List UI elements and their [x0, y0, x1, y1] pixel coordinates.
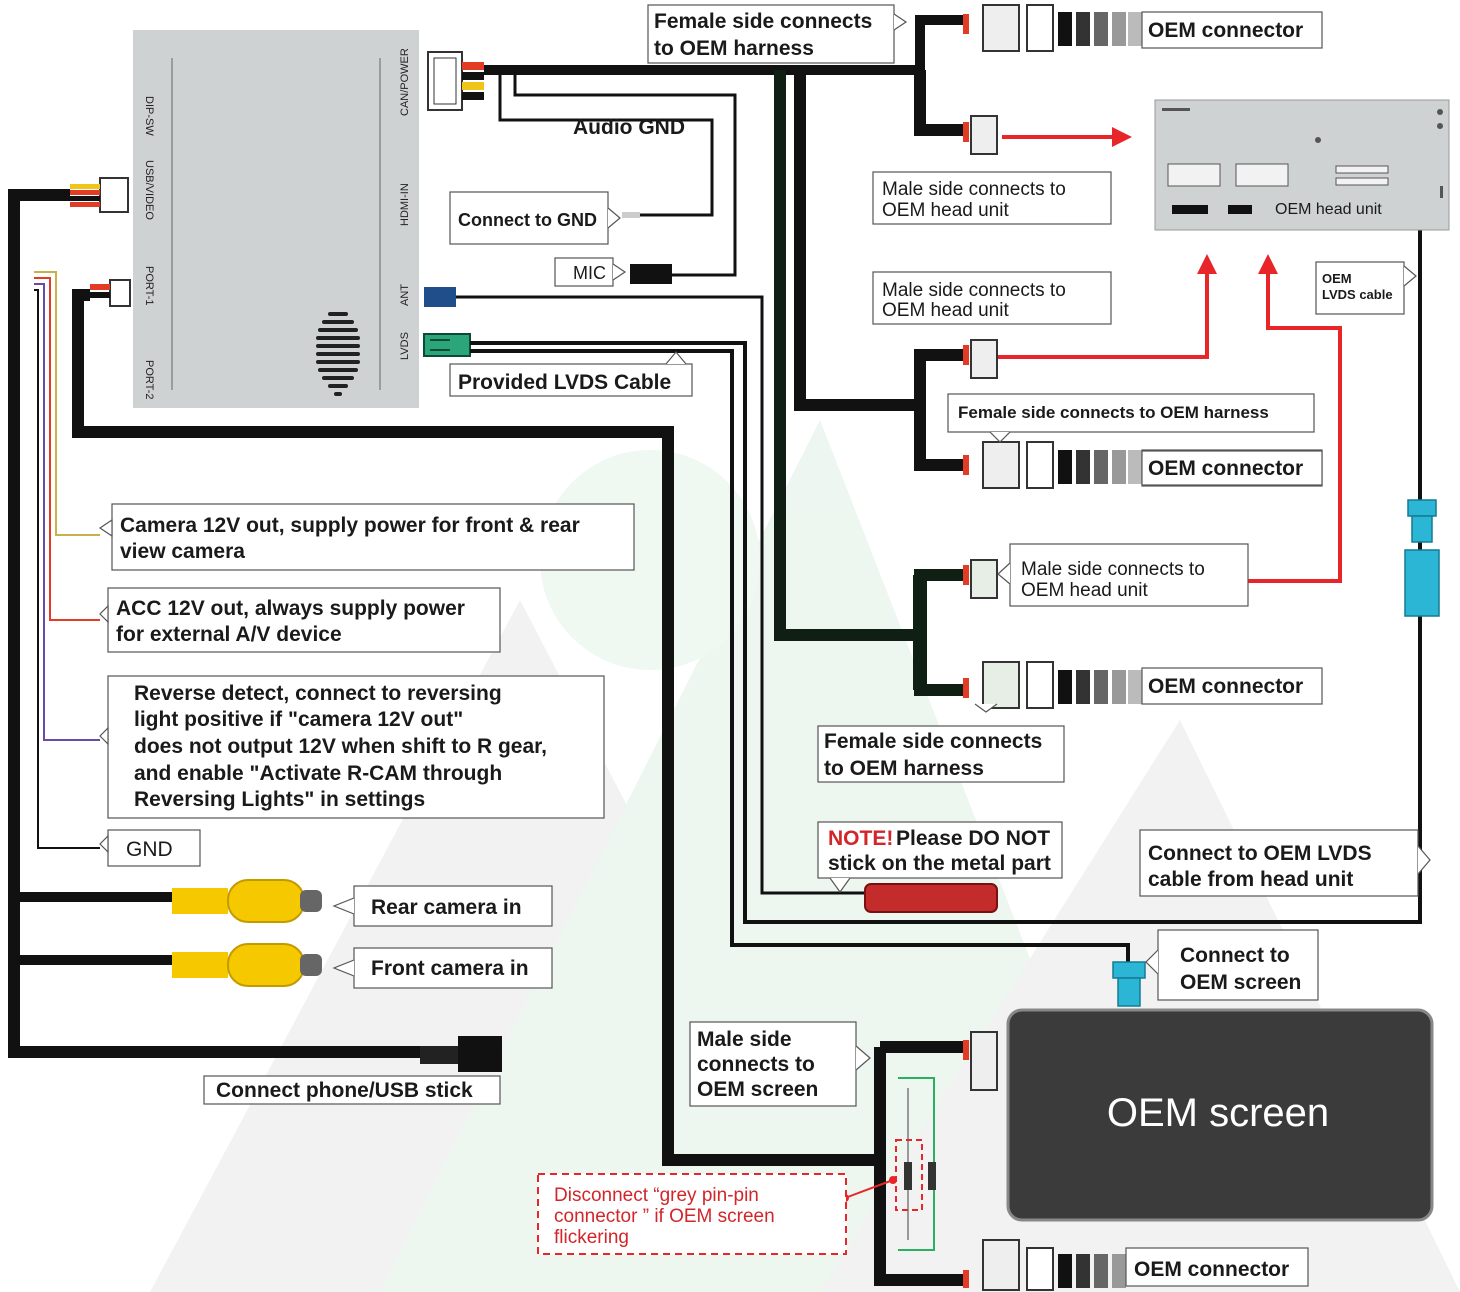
- male-head-1-l2: OEM head unit: [882, 200, 1009, 221]
- oem-lvds-label-2: LVDS cable: [1322, 287, 1393, 302]
- gnd-tip: [622, 212, 640, 218]
- oem-connector-plugs: [963, 4, 1142, 1291]
- oem-screen: OEM screen: [1006, 1008, 1434, 1222]
- oem-head-unit-label: OEM head unit: [1275, 201, 1382, 218]
- female-low-label-2: to OEM harness: [824, 757, 984, 780]
- ant-plug: [424, 287, 456, 307]
- red-arrows: [998, 127, 1342, 583]
- oem-lvds-head-label-1: Connect to OEM LVDS: [1148, 842, 1372, 865]
- vent-grille: [316, 312, 360, 396]
- male-head-2-l2: OEM head unit: [882, 300, 1009, 321]
- wires: [8, 15, 1422, 1286]
- disconnect-label-3: flickering: [554, 1227, 629, 1248]
- callout-pointers: [98, 13, 1431, 1071]
- rev-label-5: Reversing Lights" in settings: [134, 788, 425, 811]
- oem-connector-label-4: OEM connector: [1134, 1258, 1289, 1281]
- acc-label-1: ACC 12V out, always supply power: [116, 597, 465, 620]
- oem-connector-label-1: OEM connector: [1148, 19, 1303, 42]
- port-label-port-2: PORT-2: [143, 360, 155, 400]
- female-top-label-2: to OEM harness: [654, 37, 814, 60]
- female-mid-label: Female side connects to OEM harness: [958, 403, 1269, 422]
- rear-camera-rca: [172, 879, 322, 923]
- connect-screen-label-2: OEM screen: [1180, 971, 1301, 994]
- port-1-plug: [90, 279, 131, 307]
- male-head-2-l1: Male side connects to: [882, 280, 1066, 301]
- male-screen-label-2: connects to: [697, 1053, 815, 1076]
- port-label-port-1: PORT-1: [143, 266, 155, 306]
- gnd-label: GND: [126, 838, 173, 861]
- provided-lvds-label: Provided LVDS Cable: [458, 371, 671, 394]
- usb-label: Connect phone/USB stick: [216, 1079, 473, 1102]
- male-screen-label-1: Male side: [697, 1028, 792, 1051]
- female-low-label-1: Female side connects: [824, 730, 1042, 753]
- label-texts: Female side connects to OEM harness OEM …: [116, 10, 1393, 1281]
- lvds-plug: [423, 333, 471, 357]
- oem-connector-label-3: OEM connector: [1148, 675, 1303, 698]
- cam12-label-2: view camera: [120, 540, 245, 563]
- can-power-plug: [427, 51, 484, 111]
- note-red-label: NOTE!: [828, 827, 893, 850]
- oem-lvds-plug: [1404, 499, 1440, 617]
- note-label-1: Please DO NOT: [896, 827, 1050, 850]
- acc-label-2: for external A/V device: [116, 623, 342, 646]
- male-head-3-l1: Male side connects to: [1021, 559, 1205, 580]
- oem-head-unit: OEM head unit: [1154, 99, 1450, 231]
- cam12-label-1: Camera 12V out, supply power for front &…: [120, 514, 580, 537]
- rev-label-3: does not output 12V when shift to R gear…: [134, 735, 547, 758]
- female-top-label-1: Female side connects: [654, 10, 872, 33]
- usb-video-plug: [70, 177, 129, 213]
- port-label-ant: ANT: [399, 284, 411, 306]
- mic-plug: [630, 264, 672, 284]
- rear-camera-label: Rear camera in: [371, 896, 522, 919]
- callouts: [107, 4, 1419, 1287]
- port-label-dip-sw: DIP-SW: [143, 96, 155, 136]
- male-head-3-l2: OEM head unit: [1021, 580, 1148, 601]
- oem-lvds-head-label-2: cable from head unit: [1148, 868, 1353, 891]
- screen-lvds-plug: [1112, 961, 1146, 1007]
- port-label-lvds: LVDS: [399, 332, 411, 360]
- mic-label: MIC: [573, 263, 606, 283]
- oem-lvds-label-1: OEM: [1322, 271, 1352, 286]
- male-head-1-l1: Male side connects to: [882, 179, 1066, 200]
- note-label-2: stick on the metal part: [828, 852, 1051, 875]
- disconnect-label-1: Disconnect “grey pin-pin: [554, 1185, 759, 1206]
- connect-gnd-label: Connect to GND: [458, 210, 597, 230]
- audio-gnd-label: Audio GND: [573, 116, 685, 139]
- connect-screen-label-1: Connect to: [1180, 944, 1290, 967]
- disconnect-label-2: connector ” if OEM screen: [554, 1206, 775, 1227]
- port-label-hdmi-in: HDMI-IN: [399, 183, 411, 226]
- oem-screen-label: OEM screen: [1107, 1091, 1329, 1135]
- disconnect-callout-box: [537, 1173, 847, 1255]
- front-camera-label: Front camera in: [371, 957, 529, 980]
- rev-label-2: light positive if "camera 12V out": [134, 708, 463, 731]
- port-label-usb-video: USB/VIDEO: [143, 160, 155, 220]
- oem-connector-label-2: OEM connector: [1148, 457, 1303, 480]
- usb-socket: [420, 1036, 502, 1072]
- port-label-can-power: CAN/POWER: [399, 48, 411, 116]
- interface-module: DIP-SW USB/VIDEO PORT-1 PORT-2 CAN/POWER…: [133, 30, 419, 408]
- ferrite-tape: [864, 883, 998, 913]
- male-screen-label-3: OEM screen: [697, 1078, 818, 1101]
- rev-label-4: and enable "Activate R-CAM through: [134, 762, 502, 785]
- rev-label-1: Reverse detect, connect to reversing: [134, 682, 502, 705]
- front-camera-rca: [172, 943, 322, 987]
